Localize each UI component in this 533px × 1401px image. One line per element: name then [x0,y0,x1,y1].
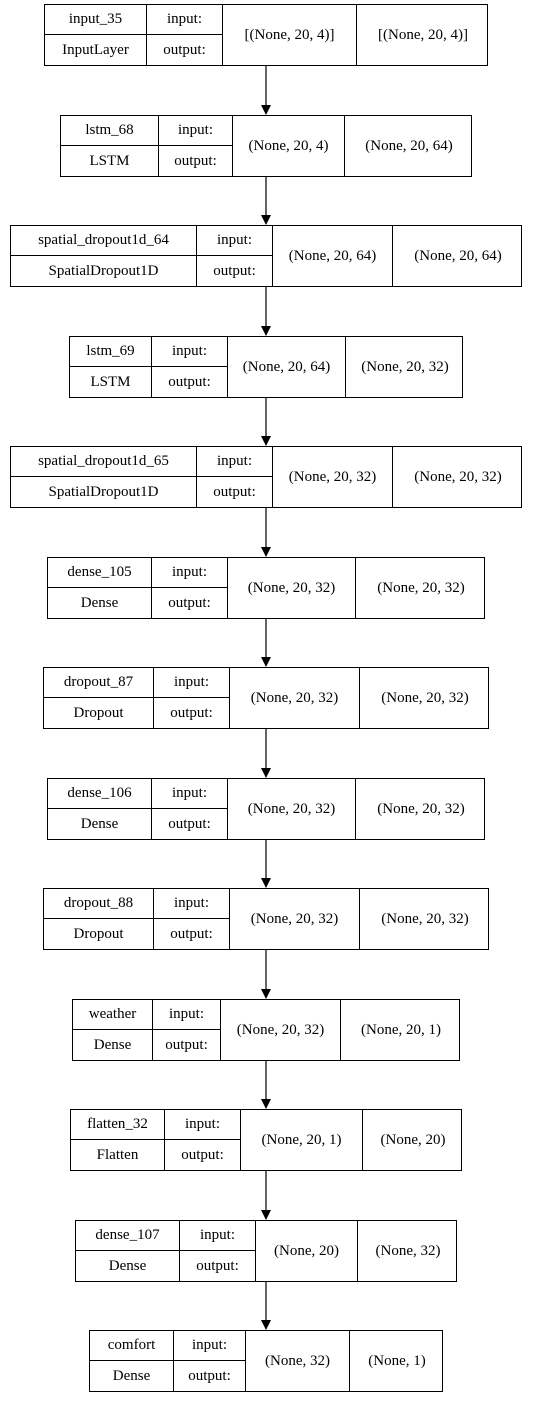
layer-class: Dense [48,809,152,839]
output-label: output: [159,146,233,176]
output-label: output: [147,35,223,65]
input-label: input: [197,447,273,477]
layer-name: dropout_87 [44,668,154,698]
output-label: output: [152,809,228,839]
layer-name: flatten_32 [71,1110,165,1140]
layer-class: InputLayer [45,35,147,65]
input-label: input: [153,1000,221,1030]
output-shape: (None, 20, 32) [377,800,465,817]
layer-name: dense_107 [76,1221,180,1251]
layer-name: spatial_dropout1d_65 [11,447,197,477]
output-shape: (None, 20, 32) [361,358,449,375]
layer-name: dense_106 [48,779,152,809]
layer-name: weather [73,1000,153,1030]
layer-name: lstm_68 [61,116,159,146]
output-label: output: [152,588,228,618]
output-shape: (None, 1) [368,1352,426,1369]
output-shape: (None, 20, 32) [381,689,469,706]
input-shape: (None, 20, 1) [241,1110,363,1170]
output-label: output: [154,698,230,728]
input-shape: (None, 20) [256,1221,358,1281]
input-shape: (None, 20, 32) [230,668,360,728]
output-label: output: [165,1140,241,1170]
output-shape: (None, 20, 32) [414,468,502,485]
output-label: output: [197,477,273,507]
output-label: output: [197,256,273,286]
input-shape: (None, 20, 32) [228,558,356,618]
input-label: input: [152,558,228,588]
input-shape: (None, 20, 32) [230,889,360,949]
layer-name: input_35 [45,5,147,35]
input-label: input: [159,116,233,146]
layer-class: Dense [73,1030,153,1060]
input-shape: (None, 20, 64) [273,226,393,286]
layer-class: SpatialDropout1D [11,256,197,286]
layer-class: Dropout [44,919,154,949]
input-label: input: [152,337,228,367]
layer-name: lstm_69 [70,337,152,367]
input-label: input: [154,668,230,698]
input-shape: (None, 20, 64) [228,337,346,397]
input-label: input: [197,226,273,256]
layer-class: Dropout [44,698,154,728]
layer-name: dropout_88 [44,889,154,919]
input-shape: (None, 20, 32) [273,447,393,507]
input-label: input: [165,1110,241,1140]
output-shape: [(None, 20, 4)] [378,26,468,43]
input-label: input: [147,5,223,35]
input-shape: (None, 32) [246,1331,350,1391]
output-label: output: [154,919,230,949]
input-label: input: [180,1221,256,1251]
layer-class: SpatialDropout1D [11,477,197,507]
layer-class: Flatten [71,1140,165,1170]
input-shape: (None, 20, 32) [228,779,356,839]
output-label: output: [174,1361,246,1391]
layer-class: LSTM [70,367,152,397]
input-shape: (None, 20, 4) [233,116,345,176]
layer-class: LSTM [61,146,159,176]
output-shape: (None, 32) [375,1242,441,1259]
output-label: output: [152,367,228,397]
output-shape: (None, 20, 32) [381,910,469,927]
output-label: output: [153,1030,221,1060]
layer-name: comfort [90,1331,174,1361]
output-shape: (None, 20, 32) [377,579,465,596]
input-label: input: [174,1331,246,1361]
layer-class: Dense [76,1251,180,1281]
output-shape: (None, 20, 64) [414,247,502,264]
output-shape: (None, 20, 64) [365,137,453,154]
input-shape: (None, 20, 32) [221,1000,341,1060]
output-shape: (None, 20, 1) [361,1021,441,1038]
layer-class: Dense [90,1361,174,1391]
input-label: input: [154,889,230,919]
output-label: output: [180,1251,256,1281]
layer-name: spatial_dropout1d_64 [11,226,197,256]
output-shape: (None, 20) [380,1131,446,1148]
input-shape: [(None, 20, 4)] [223,5,357,65]
layer-class: Dense [48,588,152,618]
layer-name: dense_105 [48,558,152,588]
input-label: input: [152,779,228,809]
